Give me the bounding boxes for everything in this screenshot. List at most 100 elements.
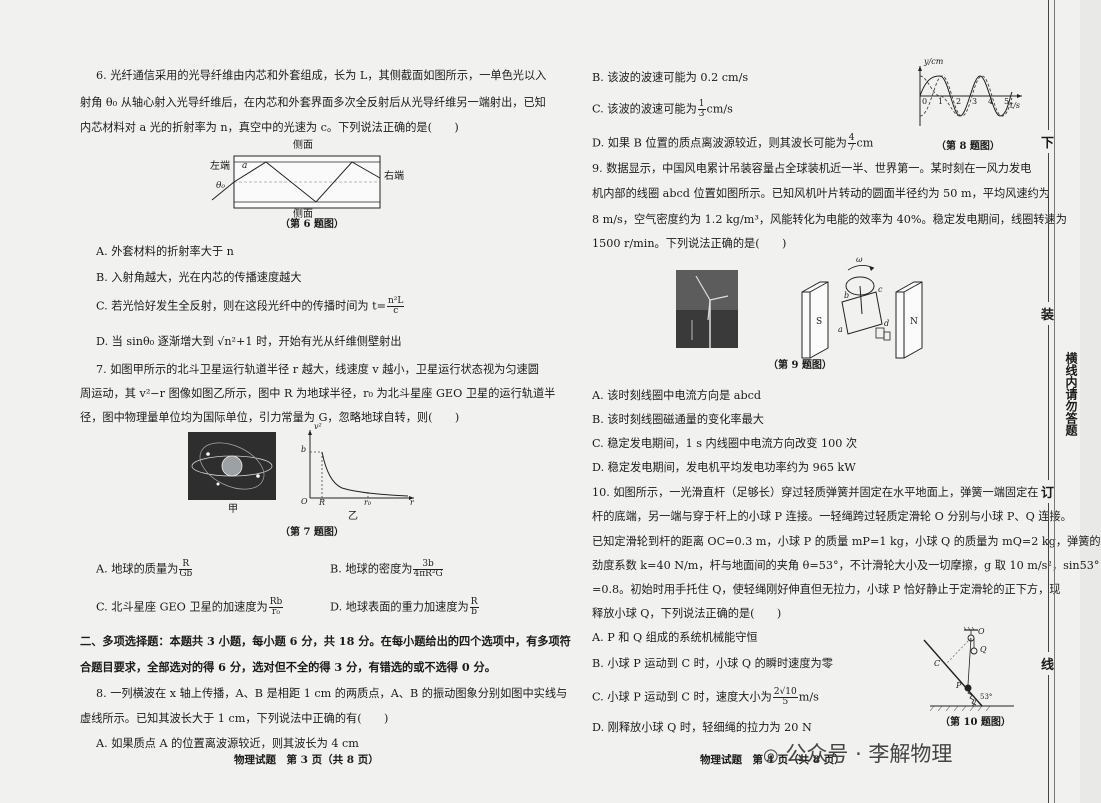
q9-option-b: B. 该时刻线圈磁通量的变化率最大 <box>592 413 764 426</box>
binding-margin: 下 装 订 线 横线内请勿答题 <box>1040 0 1080 803</box>
q10-caption: （第 10 题图） <box>940 717 1011 728</box>
q10-figure: O Q C P 53° <box>920 626 1016 714</box>
watermark: ◎ 公众号 · 李解物理 <box>763 738 952 768</box>
q8-option-a: A. 如果质点 A 的位置离波源较近，则其波长为 4 cm <box>96 737 359 750</box>
q7-line3: 径，图中物理量单位均为国际单位，引力常量为 G，忽略地球自转，则( ) <box>80 411 460 424</box>
q10-line4: 劲度系数 k=40 N/m，杆与地面间的夹角 θ=53°，不计滑轮大小及一切摩擦… <box>592 559 1100 572</box>
q6-caption: （第 6 题图） <box>280 219 344 230</box>
q10-fig-P: P <box>956 681 962 690</box>
q9-fig-omega: ω <box>856 255 863 264</box>
left-footer: 物理试题 第 3 页（共 8 页） <box>234 754 379 766</box>
q6-option-a: A. 外套材料的折射率大于 n <box>96 245 234 258</box>
binding-char-1: 下 <box>1041 130 1055 153</box>
binding-char-4: 线 <box>1041 652 1055 675</box>
q8-tick-3: 3 <box>972 97 978 106</box>
q10-line1: 10. 如图所示，一光滑直杆（足够长）穿过轻质弹簧并固定在水平地面上，弹簧一端固… <box>592 486 1039 499</box>
binding-line-secondary <box>1054 0 1055 803</box>
q6-line3: 内芯材料对 a 光的折射率为 n，真空中的光速为 c。下列说法正确的是( ) <box>80 121 459 134</box>
q8-tick-5: 5 <box>1004 97 1010 106</box>
q8-line2: 虚线所示。已知其波长大于 1 cm，下列说法中正确的有( ) <box>80 712 389 725</box>
q10-line5: =0.8。初始时用手托住 Q，使轻绳刚好伸直但无拉力，小球 P 恰好静止于定滑轮… <box>592 583 1061 596</box>
q8-line1: 8. 一列横波在 x 轴上传播，A、B 是相距 1 cm 的两质点，A、B 的振… <box>96 687 568 700</box>
q6-line1: 6. 光纤通信采用的光导纤维由内芯和外套组成，长为 L，其侧截面如图所示，一单色… <box>96 69 547 82</box>
q10-option-d: D. 刚释放小球 Q 时，轻细绳的拉力为 20 N <box>592 721 812 734</box>
q9-line4: 1500 r/min。下列说法正确的是( ) <box>592 237 787 250</box>
q7-axis-b: b <box>301 445 307 454</box>
watermark-text: 公众号 · 李解物理 <box>785 742 953 766</box>
q8-figure: y/cm t/s 0 1 2 3 4 5 <box>910 58 1026 130</box>
q8-tick-4: 4 <box>988 97 994 106</box>
q9-line2: 机内部的线圈 abcd 位置如图所示。已知风机叶片转动的圆面半径约为 50 m，… <box>592 187 1050 200</box>
binding-char-2: 装 <box>1041 302 1055 325</box>
q7-axis-v2: v² <box>314 422 322 431</box>
q8-option-b: B. 该波的波速可能为 0.2 cm/s <box>592 71 749 84</box>
q9-fig-d: d <box>884 319 890 328</box>
q6-option-d: D. 当 sinθ₀ 逐渐增大到 √n²+1 时，开始有光从纤维侧壁射出 <box>96 335 402 348</box>
q8-graph-t-label: t/s <box>1010 101 1021 110</box>
q9-fig-a: a <box>838 325 843 334</box>
q7-figure-jia <box>188 432 276 500</box>
q9-option-d: D. 稳定发电期间，发电机平均发电功率约为 965 kW <box>592 461 856 474</box>
q7-label-jia: 甲 <box>228 504 238 515</box>
q7-caption: （第 7 题图） <box>280 527 344 538</box>
q10-fig-Q: Q <box>980 645 987 654</box>
q7-axis-r: r <box>410 498 414 507</box>
q7-label-yi: 乙 <box>348 511 358 522</box>
q8-tick-2: 2 <box>956 97 962 106</box>
q9-option-a: A. 该时刻线圈中电流方向是 abcd <box>592 389 762 402</box>
q6-fig-left-label: 左端 <box>210 161 230 172</box>
q7-axis-R: R <box>319 498 326 507</box>
q10-line3: 已知定滑轮到杆的距离 OC=0.3 m，小球 P 的质量 mP=1 kg，小球 … <box>592 535 1101 548</box>
q7-line2: 周运动，其 v²−r 图像如图乙所示，图中 R 为地球半径，r₀ 为北斗星座 G… <box>80 387 556 400</box>
q9-fig-N: N <box>910 317 918 327</box>
binding-vertical-text: 横线内请勿答题 <box>1064 352 1078 436</box>
q6-fig-a-label: a <box>242 161 248 171</box>
binding-char-3: 订 <box>1041 480 1055 503</box>
q6-fig-top-label: 侧面 <box>293 140 313 151</box>
wechat-icon: ◎ <box>763 745 779 766</box>
right-footer: 物理试题 第 4 页（共 8 页） <box>700 754 845 766</box>
section2-line2: 合题目要求，全部选对的得 6 分，选对但不全的得 3 分，有错选的或不选得 0 … <box>80 660 496 674</box>
q10-option-a: A. P 和 Q 组成的系统机械能守恒 <box>592 631 758 644</box>
q8-tick-1: 1 <box>938 97 944 106</box>
q10-option-b: B. 小球 P 运动到 C 时，小球 Q 的瞬时速度为零 <box>592 657 833 670</box>
q7-figure-yi: v² b O R r₀ r <box>298 422 418 508</box>
q7-line1: 7. 如图甲所示的北斗卫星运行轨道半径 r 越大，线速度 v 越小，卫星运行状态… <box>96 363 539 376</box>
q6-fig-theta-label: θ₀ <box>216 181 226 191</box>
q10-line6: 释放小球 Q，下列说法正确的是( ) <box>592 607 782 620</box>
q6-fig-right-label: 右端 <box>384 171 404 182</box>
q6-line2: 射角 θ₀ 从轴心射入光导纤维后，在内芯和外套界面多次全反射后从光导纤维另一端射… <box>80 96 546 109</box>
q10-fig-C: C <box>934 659 941 668</box>
q6-fig-bottom-label: 侧面 <box>293 209 313 220</box>
q9-line1: 9. 数据显示，中国风电累计吊装容量占全球装机近一半、世界第一。某时刻在一风力发… <box>592 162 1032 175</box>
q9-option-c: C. 稳定发电期间，1 s 内线圈中电流方向改变 100 次 <box>592 437 858 450</box>
q9-generator-figure: S N ω a b c d <box>798 256 928 362</box>
q9-fig-S: S <box>816 317 823 327</box>
section2-line1: 二、多项选择题：本题共 3 小题，每小题 6 分，共 18 分。在每小题给出的四… <box>80 634 571 648</box>
q8-caption: （第 8 题图） <box>936 141 1000 152</box>
q8-graph-y-label: y/cm <box>924 57 944 66</box>
q6-option-b: B. 入射角越大，光在内芯的传播速度越大 <box>96 271 302 284</box>
q10-fig-O: O <box>978 627 985 636</box>
q8-tick-0: 0 <box>922 97 928 106</box>
q7-axis-r0: r₀ <box>364 498 372 507</box>
q10-fig-angle: 53° <box>980 693 993 701</box>
q9-photo <box>676 270 738 348</box>
binding-line <box>1048 0 1049 803</box>
q9-line3: 8 m/s，空气密度约为 1.2 kg/m³，风能转化为电能的效率为 40%。稳… <box>592 213 1067 226</box>
q9-fig-b: b <box>844 291 850 300</box>
q7-axis-O: O <box>301 497 308 506</box>
q6-figure: 侧面 侧面 左端 右端 a θ₀ <box>204 138 424 220</box>
q9-caption: （第 9 题图） <box>768 360 832 371</box>
q10-line2: 杆的底端，另一端与穿于杆上的小球 P 连接。一轻绳跨过轻质定滑轮 O 分别与小球… <box>592 510 1072 523</box>
q9-fig-c: c <box>878 285 883 294</box>
